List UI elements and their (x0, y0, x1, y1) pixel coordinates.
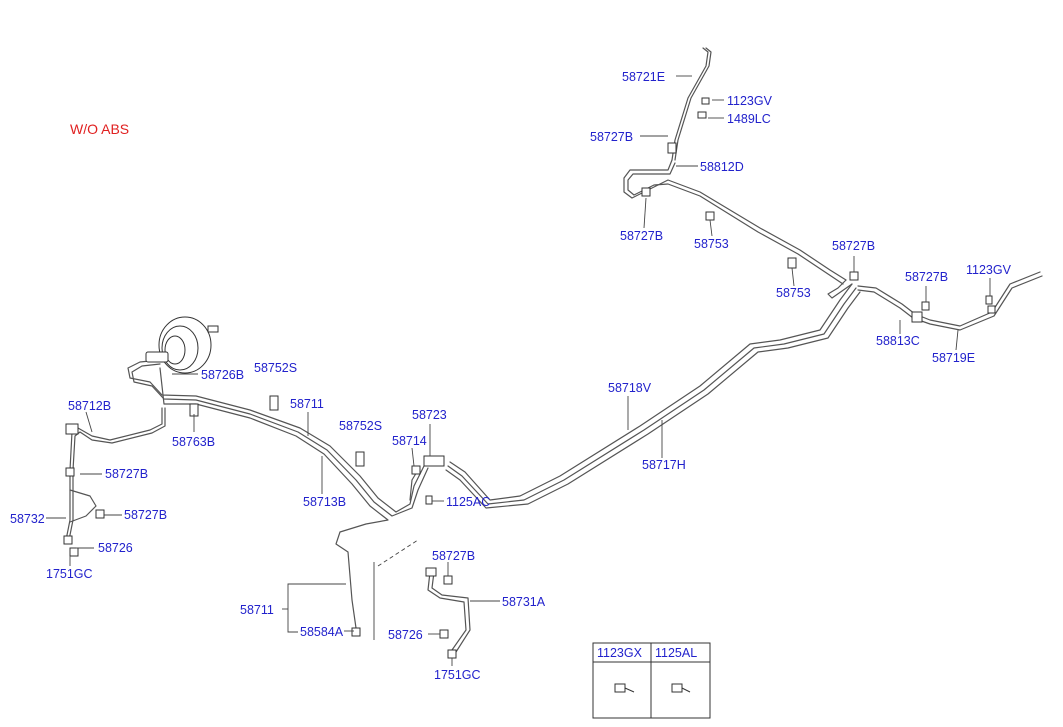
clip-58727b-a (667, 142, 677, 154)
label-58753-b: 58753 (776, 286, 811, 300)
label-58727b-e: 58727B (105, 467, 148, 481)
label-58763b: 58763B (172, 435, 215, 449)
fitting-58731a-top (425, 567, 437, 577)
fitting-58726-b (439, 629, 449, 639)
label-58711-a: 58711 (290, 397, 324, 411)
label-58723: 58723 (412, 408, 447, 422)
clip-58753-a (705, 211, 715, 221)
fitting-58712b (65, 423, 79, 435)
label-58726-a: 58726 (98, 541, 133, 555)
label-58714: 58714 (392, 434, 427, 448)
label-58753-a: 58753 (694, 237, 729, 251)
dashed-connector (377, 539, 419, 567)
fitting-58726-a (63, 535, 73, 545)
label-58727b-d: 58727B (905, 270, 948, 284)
clip-58727b-d (921, 301, 930, 311)
part-labels: 58721E 1123GV 1489LC 58727B 58812D 58727… (10, 70, 1012, 682)
label-58727b-g: 58727B (432, 549, 475, 563)
table-header-1123gx: 1123GX (597, 646, 643, 660)
label-58727b-c: 58727B (832, 239, 875, 253)
fitting-58723 (423, 455, 445, 467)
label-58726-b: 58726 (388, 628, 423, 642)
label-58584a: 58584A (300, 625, 344, 639)
bolt-1125al-icon (671, 683, 691, 693)
label-58712b: 58712B (68, 399, 111, 413)
label-58752s-a: 58752S (254, 361, 297, 375)
bolt-1751gc-b (447, 649, 457, 659)
clip-58727b-f (95, 509, 105, 519)
clip-58753-b (787, 257, 797, 269)
label-1751gc-b: 1751GC (434, 668, 481, 682)
bolt-1123gv-top (701, 97, 710, 105)
label-58727b-a: 58727B (590, 130, 633, 144)
fitting-1489lc (697, 111, 707, 119)
bolt-1125ac (425, 495, 433, 505)
label-58713b: 58713B (303, 495, 346, 509)
label-58752s-b: 58752S (339, 419, 382, 433)
label-58727b-b: 58727B (620, 229, 663, 243)
table-header-1125al: 1125AL (655, 646, 697, 660)
label-58731a: 58731A (502, 595, 546, 609)
label-58812d: 58812D (700, 160, 744, 174)
label-1125ac: 1125AC (446, 495, 490, 509)
clip-58752s-a (269, 395, 279, 411)
fitting-58714 (411, 465, 421, 475)
label-58732: 58732 (10, 512, 45, 526)
bolt-1123gv-right (985, 295, 993, 305)
bolt-1751gc-a (69, 547, 79, 557)
label-58718v: 58718V (608, 381, 652, 395)
label-1751gc-a: 1751GC (46, 567, 93, 581)
label-58726b: 58726B (201, 368, 244, 382)
label-1123gv-top: 1123GV (727, 94, 773, 108)
label-58717h: 58717H (642, 458, 686, 472)
leader-lines (46, 75, 991, 666)
label-1489lc: 1489LC (727, 112, 771, 126)
clip-58727b-g (443, 575, 453, 585)
clip-58727b-e (65, 467, 75, 477)
clip-58752s-b (355, 451, 365, 467)
label-58727b-f: 58727B (124, 508, 167, 522)
clip-58727b-c (849, 271, 859, 281)
label-58711-b: 58711 (240, 603, 274, 617)
fastener-table: 1123GX 1125AL (592, 642, 711, 719)
diagram-title: W/O ABS (70, 121, 129, 137)
label-1123gv-right: 1123GV (966, 263, 1012, 277)
clips-and-fittings (63, 97, 996, 659)
brake-booster (145, 316, 219, 374)
bolt-1123gx-icon (614, 683, 635, 693)
clip-58584a (351, 627, 361, 637)
fitting-58719e (987, 305, 996, 314)
label-58719e: 58719E (932, 351, 975, 365)
brake-pipes (65, 47, 1043, 653)
clip-58727b-b (641, 187, 651, 197)
label-58813c: 58813C (876, 334, 920, 348)
label-58721e: 58721E (622, 70, 665, 84)
fitting-58813c (911, 311, 923, 323)
